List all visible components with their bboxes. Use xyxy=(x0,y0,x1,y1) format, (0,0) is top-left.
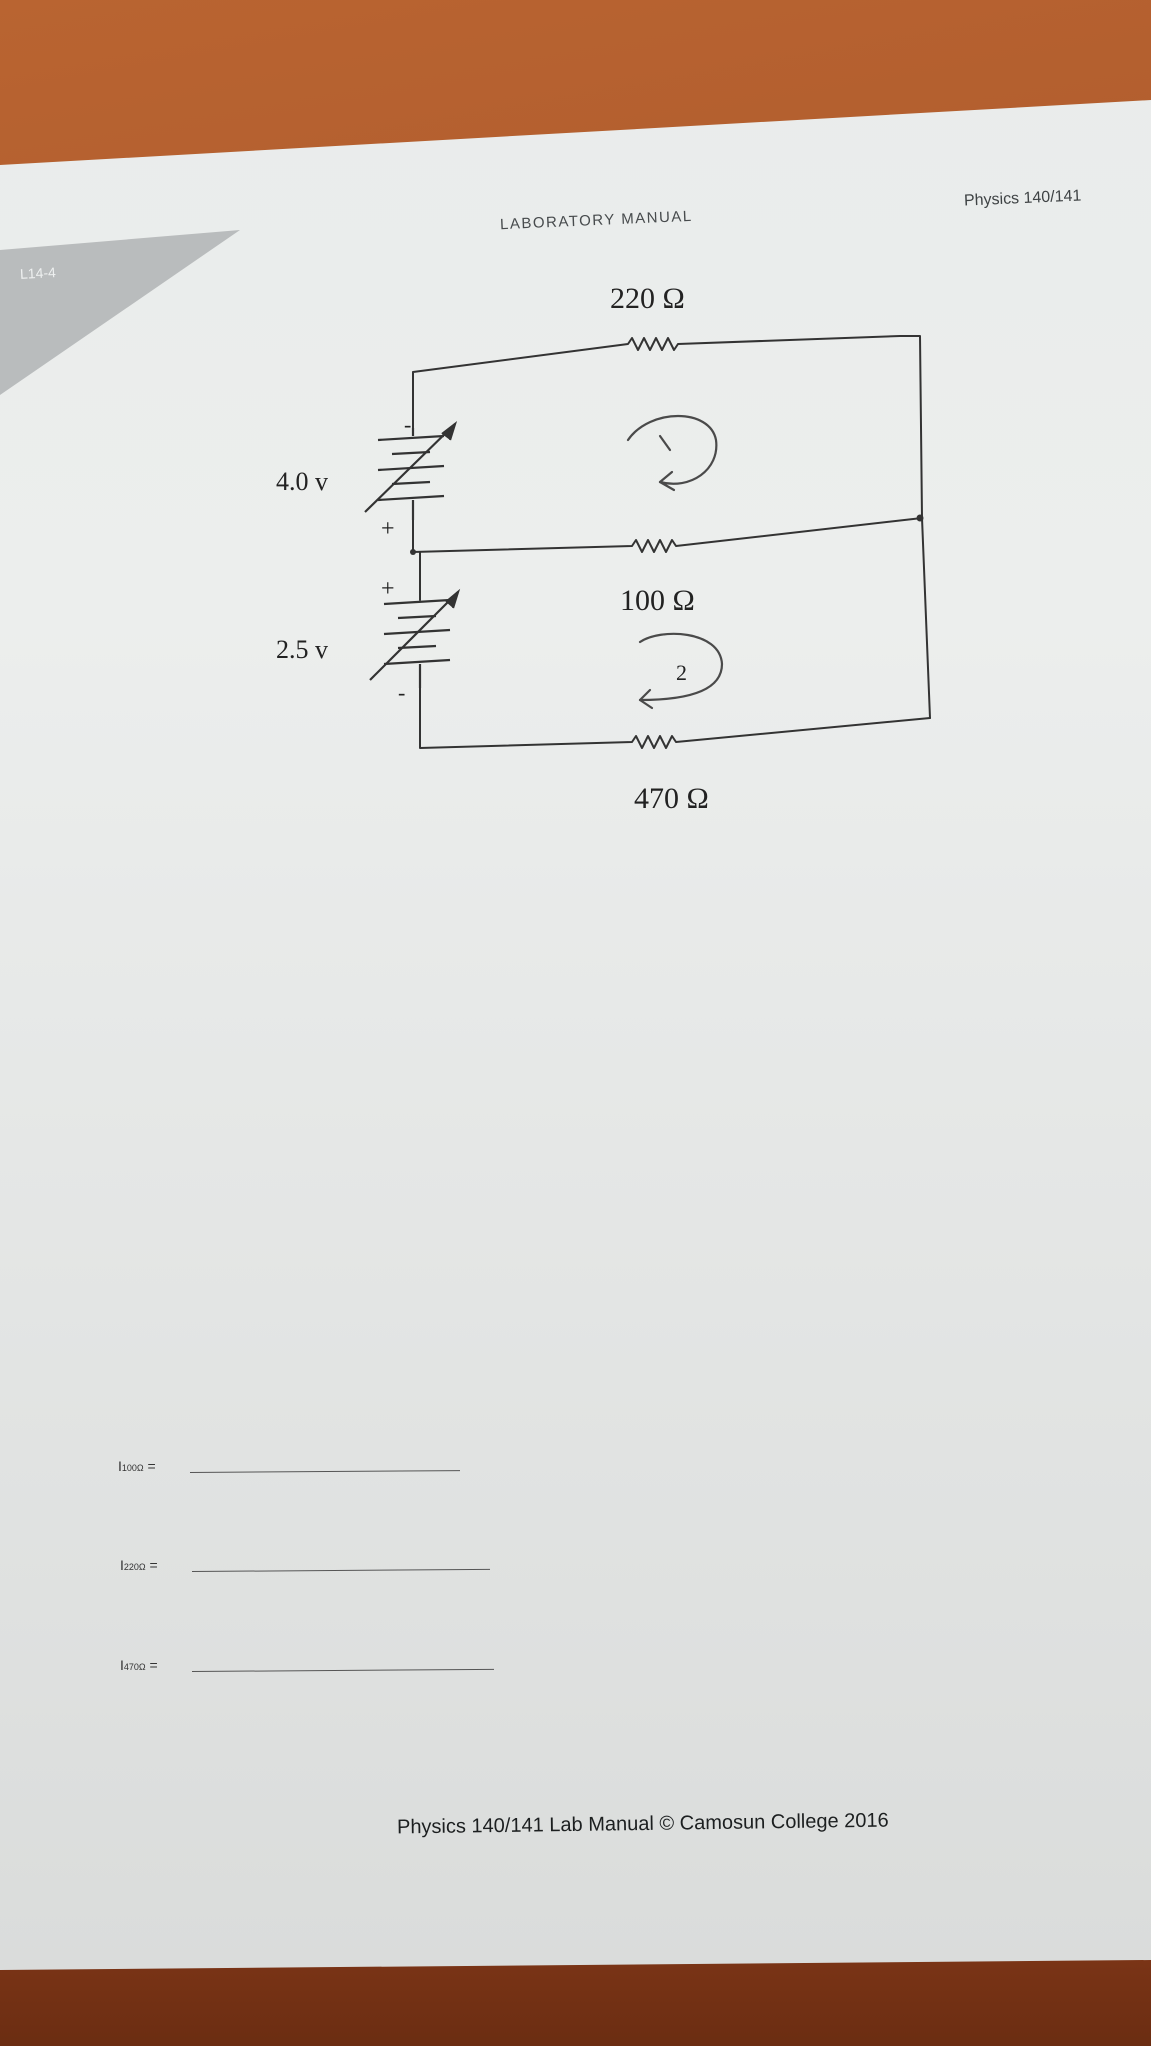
current-subscript: 470Ω xyxy=(123,1662,146,1672)
battery-2-5v xyxy=(369,588,461,688)
current-subscript: 100Ω xyxy=(121,1463,144,1473)
current-symbol: I xyxy=(120,1657,124,1673)
loop-1-arrow xyxy=(626,414,718,492)
battery-4v-plus: + xyxy=(381,516,395,542)
battery-4v-label: 4.0 v xyxy=(276,467,328,496)
resistor-470-label: 470 Ω xyxy=(634,782,709,815)
battery-4v-minus: - xyxy=(404,412,411,437)
resistor-100-label: 100 Ω xyxy=(620,584,695,617)
resistor-220-label: 220 Ω xyxy=(610,282,685,315)
equals-sign: = xyxy=(149,1557,158,1573)
circuit-diagram: 4.0 v - + 2.5 v + - 220 Ω 100 Ω 470 Ω 2 xyxy=(276,282,931,815)
junction-dot xyxy=(916,514,924,522)
equals-sign: = xyxy=(147,1458,156,1474)
current-symbol: I xyxy=(118,1458,122,1474)
current-subscript: 220Ω xyxy=(123,1562,146,1572)
junction-dot xyxy=(410,549,416,555)
top-wire xyxy=(412,335,923,519)
equals-sign: = xyxy=(149,1657,158,1673)
middle-wire xyxy=(412,517,923,553)
battery-4v xyxy=(364,421,458,520)
battery-2-5v-label: 2.5 v xyxy=(276,635,328,664)
answer-field-470[interactable]: I470Ω = xyxy=(120,1657,494,1673)
answer-field-100[interactable]: I100Ω = xyxy=(118,1458,460,1474)
loop-2-arrow xyxy=(638,632,724,710)
current-symbol: I xyxy=(120,1557,124,1573)
answer-field-220[interactable]: I220Ω = xyxy=(120,1557,490,1573)
battery-2-5v-minus: - xyxy=(398,680,405,705)
bottom-wire xyxy=(419,687,931,749)
battery-2-5v-plus: + xyxy=(381,576,395,602)
right-wire xyxy=(921,517,931,719)
loop-2-number: 2 xyxy=(676,660,687,685)
desk-surface xyxy=(0,1960,1151,2046)
